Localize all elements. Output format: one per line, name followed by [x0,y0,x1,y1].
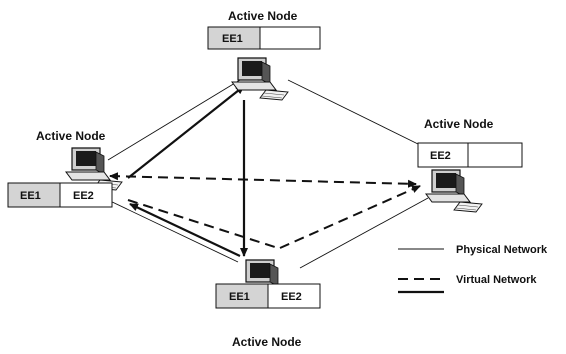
ee-label-bottom-2: EE2 [281,291,302,303]
ee-label-bottom-1: EE1 [229,291,250,303]
vlink-left-top [127,85,245,179]
vlink-left-right [109,172,417,188]
legend-physical-label: Physical Network [456,244,548,256]
node-title-left: Active Node [36,129,106,143]
ee-box-right-2 [467,142,523,168]
active-node-top: Active Node EE1 [207,9,321,101]
link-top-left [107,79,241,161]
ee-label-top-1: EE1 [222,33,243,45]
virtual-links-solid [127,85,248,257]
computer-icon [231,57,289,101]
ee-box-top-2 [259,26,321,50]
vlink-bottom-right [279,185,421,249]
legend-virtual-label: Virtual Network [456,274,537,286]
virtual-links-dashed [109,172,421,249]
computer-icon [425,169,483,213]
ee-label-left-2: EE2 [73,190,94,202]
vlink-left-bottom [127,199,279,249]
link-left-bottom [107,199,239,263]
physical-links [107,79,429,269]
link-top-right [287,79,421,146]
ee-box-right-1 [417,142,469,168]
ee-box-left-2 [59,182,113,208]
active-node-bottom: EE1 EE2 Active Node [215,259,321,349]
active-node-right: Active Node EE2 [417,117,523,213]
link-right-bottom [299,197,429,269]
ee-label-left-1: EE1 [20,190,41,202]
ee-box-bottom-2 [267,283,321,309]
node-title-top: Active Node [228,9,298,23]
active-node-left: Active Node EE1 EE2 [7,129,123,208]
node-title-right: Active Node [424,117,494,131]
legend: Physical Network Virtual Network [398,244,548,294]
ee-label-right-1: EE2 [430,150,451,162]
vlink-bottom-left [129,203,241,257]
node-title-bottom: Active Node [232,335,302,349]
